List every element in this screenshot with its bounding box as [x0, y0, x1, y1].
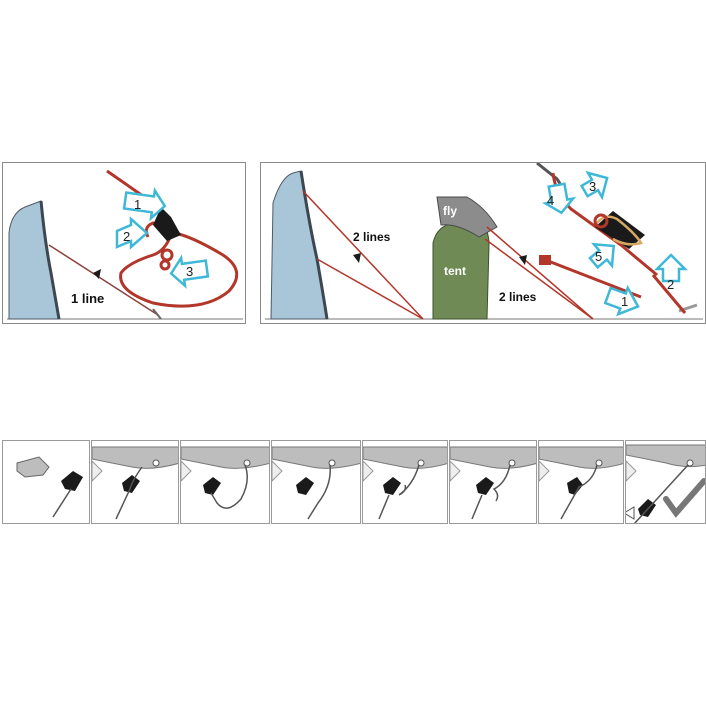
- sequence-arrow-icon: [539, 460, 550, 482]
- guy-line-lower: [316, 258, 424, 320]
- step-number-1: 1: [134, 197, 141, 212]
- fabric-edge: [539, 446, 623, 469]
- panel-one-line: 1 line 1 2 3: [2, 162, 246, 324]
- cord-line: [560, 464, 598, 520]
- clip-closed-icon: [61, 471, 83, 491]
- guy-line-upper: [302, 190, 424, 320]
- step-number-3: 3: [589, 179, 596, 194]
- clip-icon: [296, 477, 314, 495]
- tent-label: tent: [444, 264, 466, 278]
- tent-wall: [8, 200, 60, 320]
- stake: [152, 308, 162, 320]
- grommet: [243, 459, 251, 467]
- tent-wall-edge: [299, 170, 329, 320]
- sequence-arrow-icon: [92, 460, 103, 482]
- step-number-4: 4: [547, 193, 554, 208]
- sequence-frame-2: [91, 440, 179, 524]
- step-number-5: 5: [595, 249, 602, 264]
- step-arrow-4: 4: [542, 182, 577, 215]
- fly-label: fly: [443, 204, 457, 218]
- clip-icon: [567, 477, 583, 495]
- clip-icon: [383, 477, 401, 495]
- panel-two-lines-drawing: 2 lines fly tent 2 lines 3 4: [265, 163, 703, 320]
- fabric-edge: [450, 446, 536, 469]
- guy-line-shadow: [48, 244, 159, 316]
- fabric-edge: [363, 446, 447, 469]
- grommet: [508, 459, 516, 467]
- cord-line: [633, 464, 689, 523]
- sequence-arrow-icon: [181, 460, 192, 482]
- detail-knot: [539, 255, 551, 265]
- tensioner-marker: [353, 253, 361, 263]
- sequence-frame-5: [362, 440, 448, 524]
- two-lines-label-left: 2 lines: [353, 230, 391, 244]
- sequence-frame-6: [449, 440, 537, 524]
- clip-icon: [476, 477, 494, 495]
- sequence-arrow-icon: [450, 460, 461, 482]
- sequence-arrow-icon: [363, 460, 374, 482]
- sequence-frame-8: [625, 440, 706, 524]
- grommet: [686, 459, 694, 467]
- sequence-arrow-icon: [272, 460, 283, 482]
- two-lines-label-right: 2 lines: [499, 290, 537, 304]
- cord-line: [115, 466, 143, 520]
- knot-loop-2: [159, 259, 171, 271]
- clip: [153, 207, 181, 241]
- step-number-2: 2: [667, 277, 674, 292]
- step-arrow-3: 3: [579, 170, 609, 201]
- step-number-2: 2: [123, 229, 130, 244]
- tensioner-marker: [93, 269, 101, 279]
- panel-two-lines: 2 lines fly tent 2 lines 3 4: [260, 162, 706, 324]
- clip-sequence-strip: [2, 440, 706, 524]
- detail-cord-lower: [542, 257, 642, 299]
- cord-line: [307, 464, 331, 520]
- grommet: [595, 459, 603, 467]
- one-line-label: 1 line: [71, 291, 104, 306]
- fabric-edge: [626, 444, 705, 468]
- sequence-frame-3: [180, 440, 270, 524]
- step-arrow-2: 2: [115, 216, 149, 250]
- step-number-1: 1: [621, 294, 628, 309]
- step-arrow-1: 1: [603, 284, 640, 317]
- sequence-arrow-icon: [626, 460, 637, 482]
- cord-line: [52, 488, 72, 518]
- cord-loop: [492, 464, 511, 502]
- cord-loop: [398, 464, 420, 496]
- fly-line-lower: [484, 238, 594, 320]
- fabric-edge: [272, 446, 360, 469]
- fabric-edge: [92, 446, 178, 469]
- knot-loop: [160, 248, 174, 262]
- grommet: [328, 459, 336, 467]
- cord-loop: [210, 464, 248, 509]
- fly-line-upper: [486, 226, 594, 320]
- sequence-frame-1: [2, 440, 90, 524]
- cord-tail: [471, 494, 483, 520]
- grommet: [152, 459, 160, 467]
- grommet: [417, 459, 425, 467]
- sequence-frame-4: [271, 440, 361, 524]
- clip-open-icon: [16, 456, 50, 478]
- tent-wall-edge: [39, 200, 61, 320]
- step-arrow-3: 3: [169, 254, 210, 289]
- pull-arrow-icon: [626, 506, 635, 520]
- fly-tensioner-marker: [519, 255, 527, 265]
- step-arrow-1: 1: [122, 187, 167, 222]
- fabric-edge: [181, 446, 269, 469]
- clip-icon: [638, 499, 656, 517]
- step-arrow-2: 2: [653, 253, 689, 292]
- tent-wall: [270, 170, 328, 320]
- checkmark-icon: [663, 478, 705, 518]
- cord-tail: [378, 494, 390, 520]
- detail-knot-loop: [593, 213, 609, 229]
- tent-fly: [436, 196, 498, 238]
- step-arrow-5: 5: [588, 242, 616, 270]
- step-number-3: 3: [186, 264, 193, 279]
- clip-icon: [203, 477, 221, 495]
- sequence-frame-7: [538, 440, 624, 524]
- detail-cord-to-stake: [651, 274, 687, 314]
- panel-one-line-drawing: 1 line 1 2 3: [7, 169, 243, 320]
